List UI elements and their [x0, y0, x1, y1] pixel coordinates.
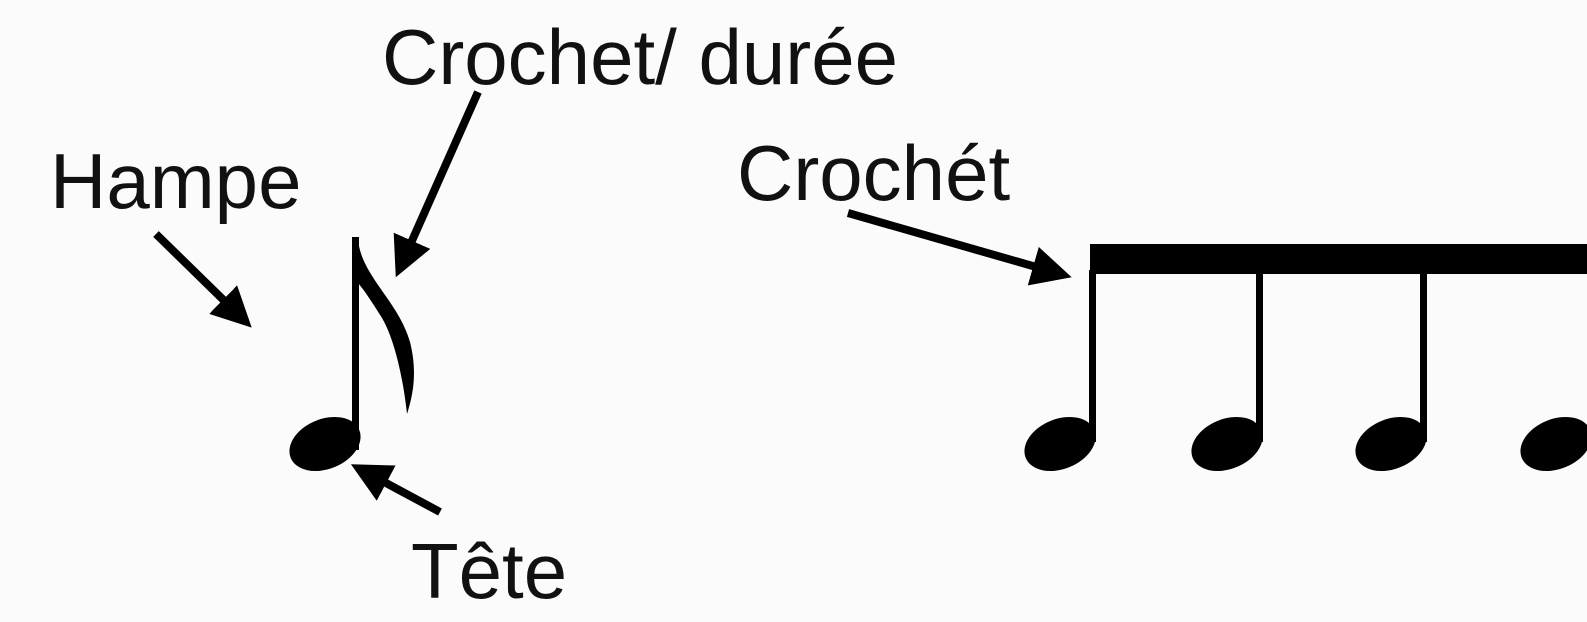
arrow-to-head — [350, 464, 442, 516]
arrow-to-stem — [153, 231, 252, 328]
note-beam — [1090, 244, 1587, 274]
beamed-note-stem — [1420, 270, 1427, 442]
arrow-to-beam — [846, 209, 1072, 286]
beamed-note-stem — [1256, 270, 1263, 442]
beamed-eighth-notes — [1024, 244, 1587, 472]
beamed-note-head — [1024, 416, 1096, 472]
beamed-note-head — [1355, 416, 1427, 472]
beamed-note-stem — [1089, 270, 1096, 442]
beamed-note-head — [1520, 416, 1587, 472]
label-stem: Hampe — [50, 137, 301, 225]
label-head: Tête — [411, 527, 567, 615]
label-beam: Crochét — [737, 129, 1010, 217]
note-flag — [358, 238, 414, 414]
single-eighth-note — [289, 237, 414, 472]
beamed-note-head — [1191, 416, 1263, 472]
note-head — [289, 416, 361, 472]
label-flag-duration: Crochet/ durée — [382, 13, 898, 101]
arrow-to-flag — [393, 90, 482, 278]
note-stem — [352, 237, 359, 450]
